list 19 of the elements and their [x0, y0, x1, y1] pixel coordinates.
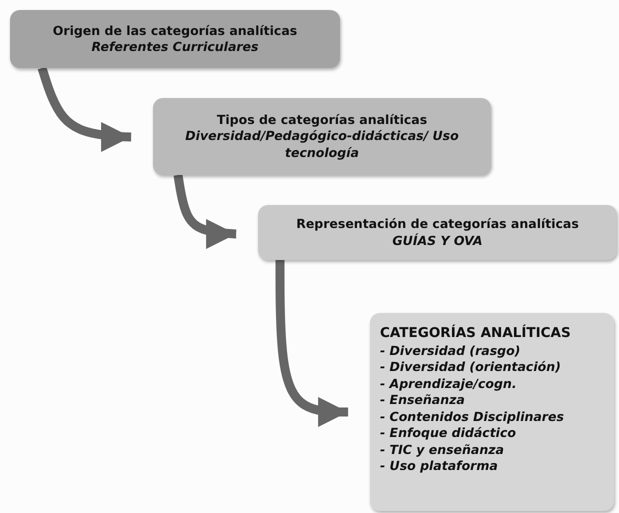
box-subtitle: Diversidad/Pedagógico-didácticas/ Uso tecnología	[184, 128, 460, 161]
list-item: - TIC y enseñanza	[380, 442, 505, 458]
box-subtitle: GUÍAS Y OVA	[392, 232, 483, 249]
rounded-box	[258, 205, 617, 260]
box-heading: Representación de categorías analíticas	[296, 216, 579, 232]
list-item: - Diversidad (rasgo)	[380, 342, 522, 360]
list-item: - Diversidad (orientación)	[380, 359, 562, 376]
list-item: - Contenidos Disciplinares	[380, 408, 565, 426]
rounded-box	[370, 313, 614, 511]
list-item: - Enseñanza	[380, 392, 466, 409]
list-item: - Enfoque didáctico	[380, 425, 517, 442]
box-heading: CATEGORÍAS ANALÍTICAS	[380, 325, 572, 343]
box-heading: Tipos de categorías analíticas	[216, 112, 428, 128]
rounded-box	[10, 10, 340, 68]
rounded-box	[153, 98, 491, 175]
box-heading: Origen de las categorías analíticas	[52, 22, 298, 39]
box-subtitle: Referentes Curriculares	[92, 39, 258, 56]
list-item: - Aprendizaje/cogn.	[380, 376, 518, 392]
list-item: - Uso plataforma	[380, 458, 499, 475]
